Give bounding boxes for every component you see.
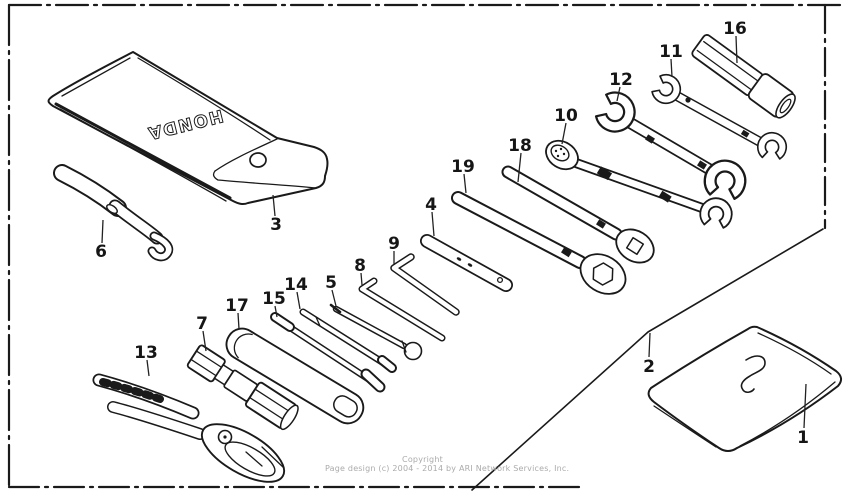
snap-button — [249, 152, 267, 168]
pliers-drawing — [92, 373, 286, 483]
hex-key-large-drawing — [390, 253, 460, 316]
part-label-5[interactable]: 5 — [325, 273, 337, 293]
hex-key-small-drawing — [358, 277, 446, 342]
leader-line-7 — [202, 330, 207, 352]
part-label-12[interactable]: 12 — [609, 70, 633, 90]
part-label-14[interactable]: 14 — [284, 275, 308, 295]
watermark-line1: Copyright — [402, 455, 443, 464]
part-label-3[interactable]: 3 — [270, 215, 282, 235]
leader-lines — [101, 35, 807, 429]
leader-line-11 — [670, 58, 673, 78]
handle-tool-drawing — [420, 234, 513, 292]
leader-line-16 — [735, 35, 738, 64]
spark-plug-socket-drawing — [691, 34, 796, 119]
leader-line-4 — [431, 211, 435, 237]
part-label-6[interactable]: 6 — [95, 242, 107, 262]
part-label-1[interactable]: 1 — [797, 428, 809, 448]
leader-line-12 — [616, 86, 621, 102]
box-wrench-drawing — [501, 165, 655, 264]
leader-line-6 — [101, 219, 104, 244]
screwdriver-blade-drawing — [329, 303, 423, 361]
screwdriver-flat-drawing — [270, 312, 386, 393]
watermark: Copyright Page design (c) 2004 - 2014 by… — [325, 455, 570, 473]
part-label-8[interactable]: 8 — [354, 256, 366, 276]
leader-line-13 — [146, 359, 150, 377]
leader-line-15 — [274, 305, 278, 318]
part-label-11[interactable]: 11 — [659, 42, 683, 62]
part-label-7[interactable]: 7 — [196, 314, 208, 334]
leader-line-17 — [237, 312, 240, 330]
part-label-19[interactable]: 19 — [451, 157, 475, 177]
open-end-wrench-small-drawing — [648, 70, 789, 161]
leader-line-2 — [648, 332, 651, 358]
part-label-10[interactable]: 10 — [554, 106, 578, 126]
leader-line-3 — [272, 194, 276, 217]
leader-line-5 — [331, 289, 337, 307]
part-label-9[interactable]: 9 — [388, 234, 400, 254]
watermark-line2: Page design (c) 2004 - 2014 by ARI Netwo… — [325, 464, 570, 473]
leader-line-14 — [296, 291, 301, 310]
fiche-border — [7, 3, 848, 489]
part-label-16[interactable]: 16 — [723, 19, 747, 39]
part-labels: 1 2 3 4 5 6 7 8 9 10 11 12 13 14 15 16 1… — [95, 19, 809, 448]
part-label-13[interactable]: 13 — [134, 343, 158, 363]
tire-lever-drawing — [53, 164, 174, 262]
part-label-2[interactable]: 2 — [643, 357, 655, 377]
part-label-15[interactable]: 15 — [262, 289, 286, 309]
open-end-wrench-large-drawing — [591, 86, 750, 202]
screwdriver-phillips-drawing — [299, 308, 397, 373]
part-label-4[interactable]: 4 — [425, 195, 437, 215]
tool-pouch-drawing: HONDA — [47, 51, 329, 206]
leader-line-8 — [360, 272, 363, 286]
ratchet-wrench-drawing — [545, 139, 736, 230]
part-label-17[interactable]: 17 — [225, 296, 249, 316]
leader-line-1 — [803, 383, 807, 429]
spark-plug-wrench-drawing — [186, 344, 299, 431]
screwdriver-handle-drawing — [225, 327, 365, 425]
tool-bag-drawing — [647, 325, 842, 452]
leader-line-18 — [517, 152, 522, 183]
box-wrench-long-drawing — [451, 191, 627, 295]
leader-line-10 — [561, 122, 567, 145]
divider-line — [471, 228, 824, 491]
leader-line-19 — [463, 173, 467, 194]
part-label-18[interactable]: 18 — [508, 136, 532, 156]
